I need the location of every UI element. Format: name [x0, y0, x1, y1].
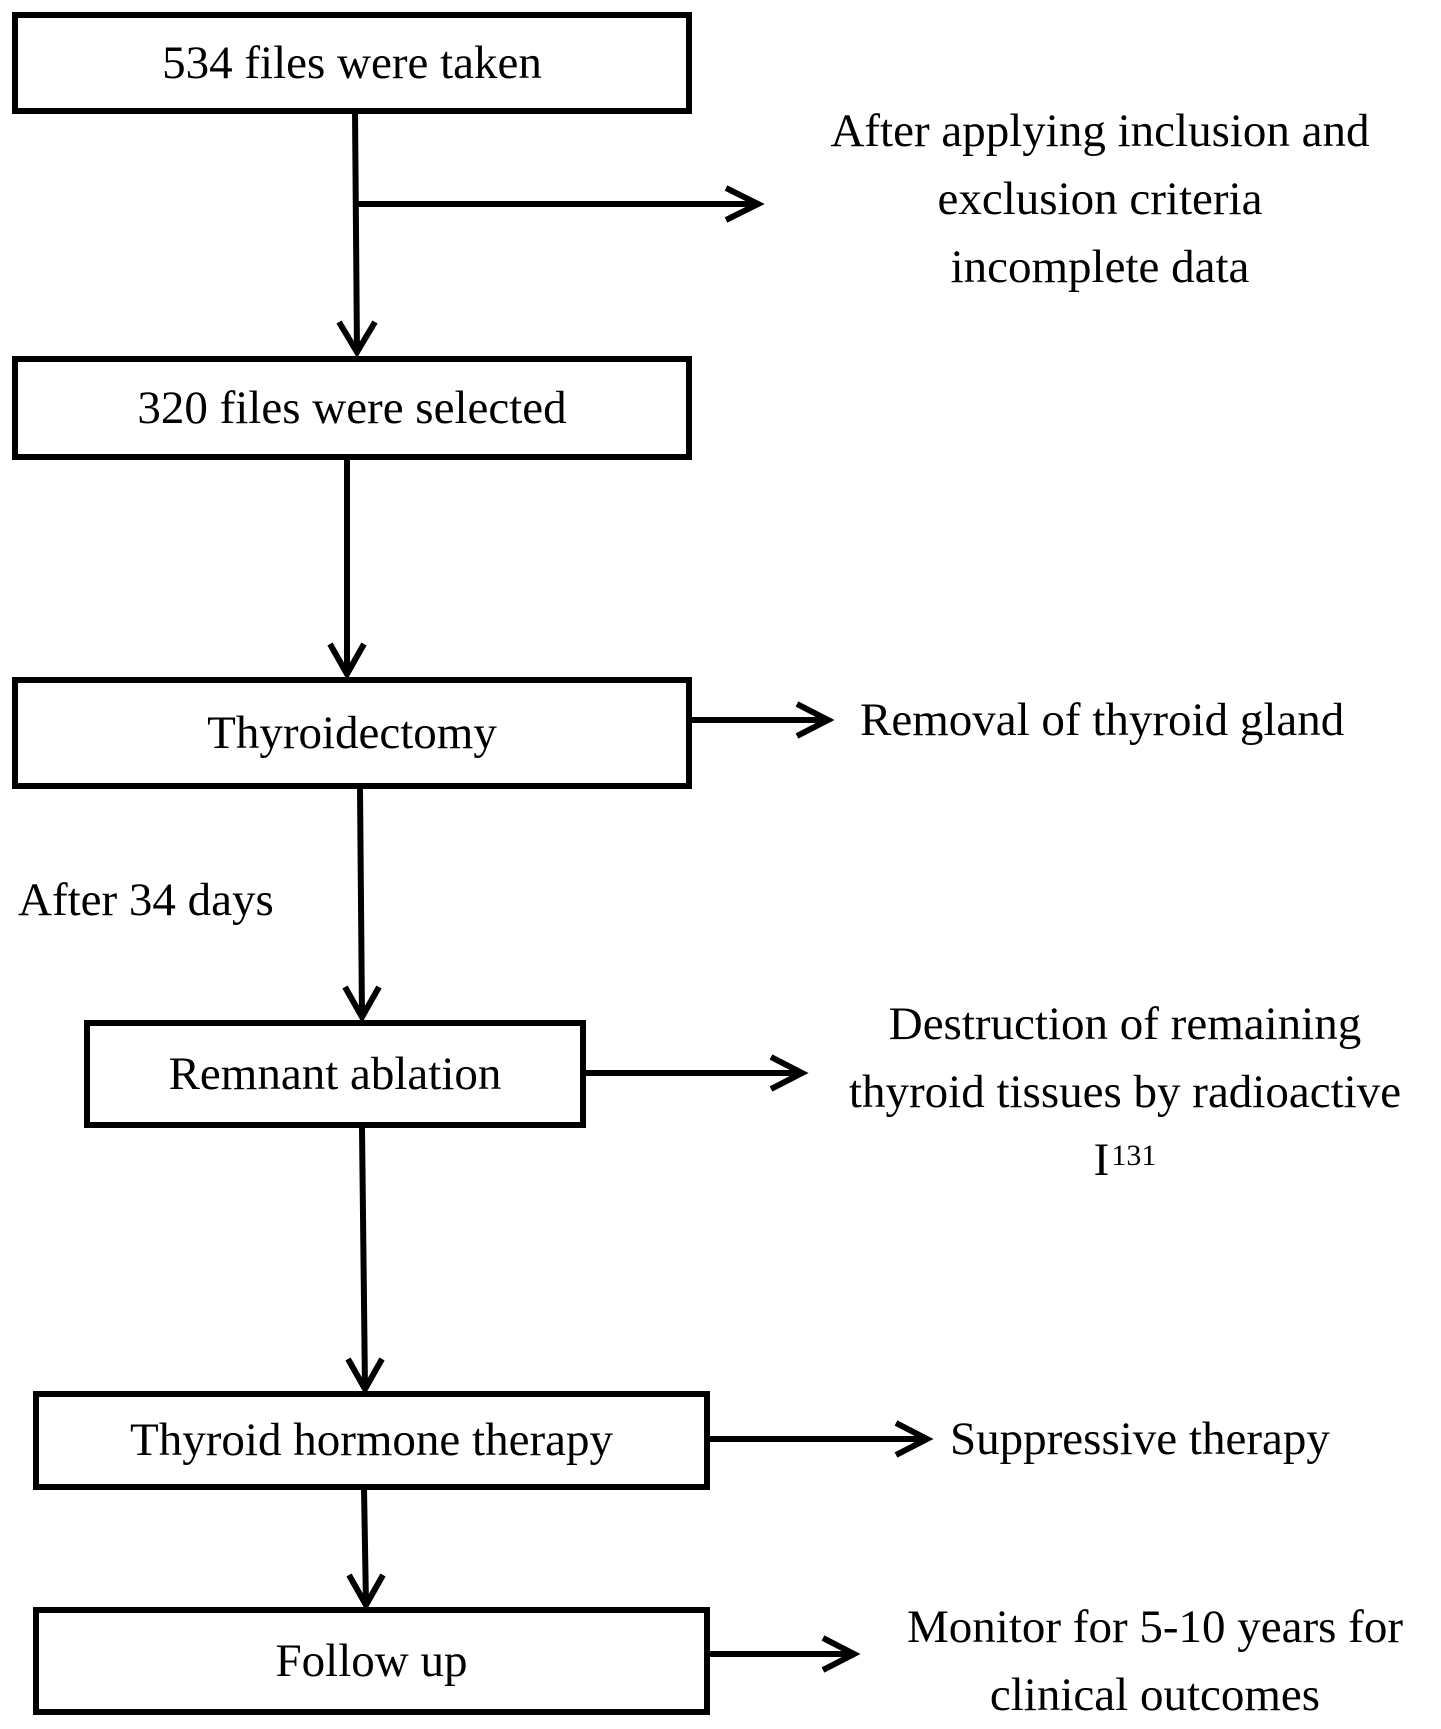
arrowhead-thyroidectomy	[327, 642, 367, 681]
arrowhead-follow-up	[346, 1573, 386, 1612]
box-hormone-therapy-label: Thyroid hormone therapy	[130, 1414, 613, 1466]
box-follow-up: Follow up	[33, 1607, 710, 1715]
box-files-taken-label: 534 files were taken	[162, 36, 542, 89]
isotope-mass: 131	[1111, 1139, 1157, 1172]
note-removal: Removal of thyroid gland	[860, 686, 1344, 754]
note-removal-text: Removal of thyroid gland	[860, 694, 1345, 746]
arrowhead-exclusion	[724, 185, 765, 223]
note-exclusion-line-2: exclusion criteria	[937, 173, 1263, 225]
arrowhead-suppressive	[894, 1420, 934, 1458]
isotope-symbol: I	[1093, 1134, 1110, 1186]
note-monitor-line-2: clinical outcomes	[989, 1669, 1321, 1721]
note-suppressive: Suppressive therapy	[950, 1405, 1330, 1473]
note-destruction-line-2: thyroid tissues by radioactive	[848, 1066, 1402, 1118]
note-monitor: Monitor for 5-10 years for clinical outc…	[875, 1593, 1435, 1729]
note-exclusion-line-3: incomplete data	[950, 241, 1250, 293]
arrowhead-removal	[795, 701, 835, 739]
note-exclusion-line-1: After applying inclusion and	[830, 105, 1370, 157]
connector-ablation-to-hormone	[359, 1127, 368, 1390]
box-remnant-ablation: Remnant ablation	[84, 1020, 586, 1128]
box-remnant-ablation-label: Remnant ablation	[168, 1047, 502, 1100]
note-exclusion: After applying inclusion and exclusion c…	[790, 97, 1410, 301]
connector-thyroidectomy-to-ablation	[357, 788, 365, 1018]
note-destruction-line-1: Destruction of remaining	[888, 998, 1362, 1050]
box-thyroidectomy-label: Thyroidectomy	[207, 706, 497, 759]
arrowhead-destruction	[769, 1054, 809, 1092]
box-files-selected-label: 320 files were selected	[137, 381, 567, 434]
arrowhead-monitor	[821, 1635, 861, 1673]
connector-hormone-to-follow-up	[361, 1487, 369, 1606]
box-hormone-therapy: Thyroid hormone therapy	[33, 1391, 710, 1490]
box-files-selected: 320 files were selected	[12, 356, 692, 460]
box-follow-up-label: Follow up	[275, 1634, 468, 1687]
connector-files-taken-to-selected	[352, 109, 360, 353]
note-destruction: Destruction of remaining thyroid tissues…	[812, 990, 1438, 1194]
arrowhead-files-selected	[336, 320, 378, 358]
note-interval-text: After 34 days	[18, 874, 274, 926]
arrowhead-ablation	[342, 985, 382, 1024]
note-interval: After 34 days	[18, 866, 274, 934]
note-suppressive-text: Suppressive therapy	[950, 1413, 1330, 1465]
note-destruction-isotope: I131	[812, 1126, 1438, 1194]
arrowhead-hormone	[345, 1357, 385, 1396]
note-monitor-line-1: Monitor for 5-10 years for	[907, 1601, 1403, 1653]
box-files-taken: 534 files were taken	[12, 12, 692, 114]
box-thyroidectomy: Thyroidectomy	[12, 677, 692, 789]
